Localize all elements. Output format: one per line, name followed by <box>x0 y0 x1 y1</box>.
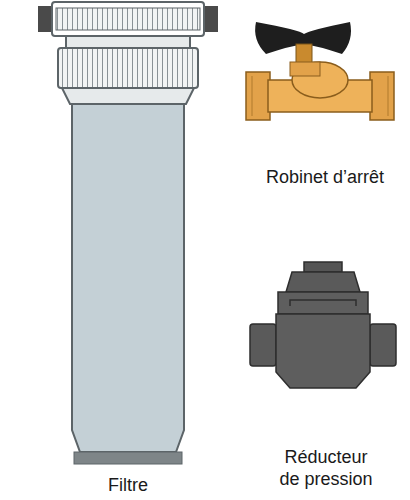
filter-drawing <box>38 2 218 464</box>
pressure-reducer-drawing <box>250 262 396 388</box>
part-name: Filtre <box>68 474 188 496</box>
valve-drawing <box>246 22 394 120</box>
part-name: Robinet d’arrêt <box>240 166 410 188</box>
part-name: Réducteur de pression <box>274 446 378 490</box>
